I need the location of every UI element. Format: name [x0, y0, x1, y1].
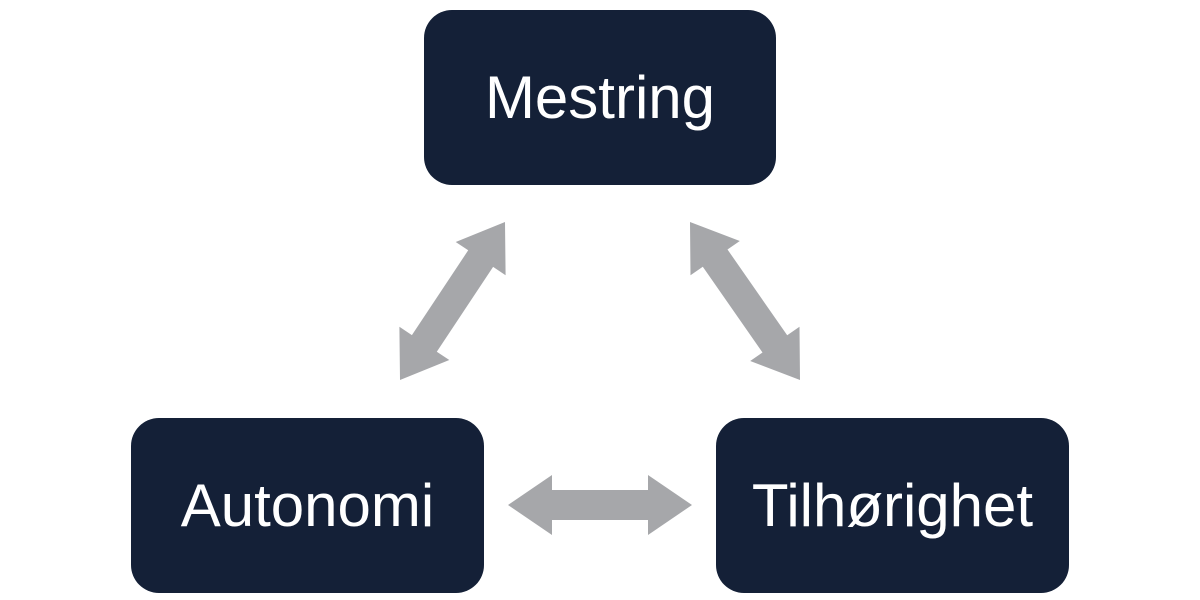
node-mestring: Mestring [424, 10, 776, 185]
arrow-autonomi-tilhorighet [508, 475, 692, 535]
node-autonomi: Autonomi [131, 418, 484, 593]
arrow-mestring-autonomi [399, 222, 506, 380]
node-mestring-label: Mestring [484, 63, 716, 131]
node-autonomi-label: Autonomi [180, 471, 435, 539]
arrow-mestring-tilhorighet [690, 222, 800, 380]
node-tilhorighet-label: Tilhørighet [751, 471, 1034, 539]
node-tilhorighet: Tilhørighet [716, 418, 1069, 593]
